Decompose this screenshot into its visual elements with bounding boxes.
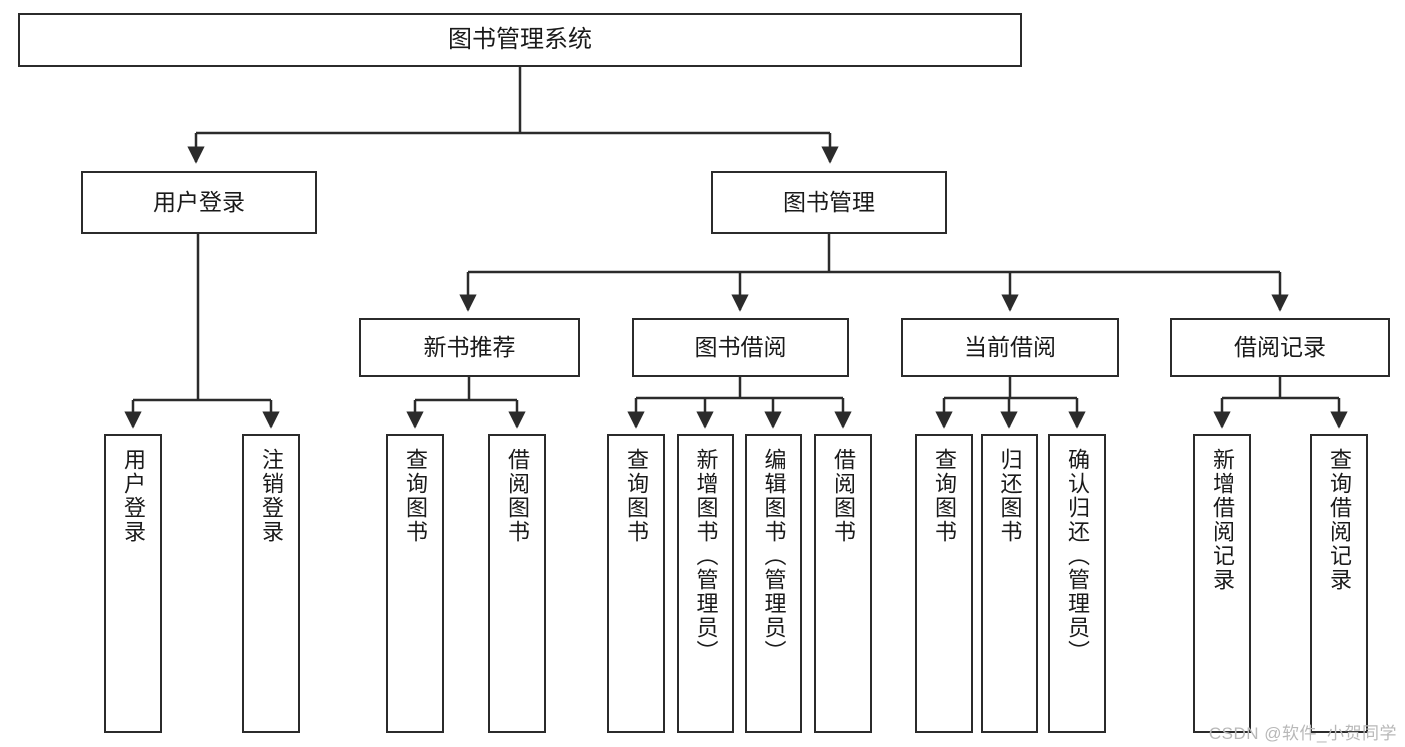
node-label: 查询图书 [403,448,428,544]
node-label: 新增借阅记录 [1210,448,1235,592]
leaf-new-book-query-book[interactable]: 查询图书 [386,434,444,733]
leaf-book-borrow-query-book[interactable]: 查询图书 [607,434,665,733]
node-new-book-recommend[interactable]: 新书推荐 [359,318,580,377]
node-label: 注销登录 [259,448,284,544]
leaf-user-login-login[interactable]: 用户登录 [104,434,162,733]
node-label: 归还图书 [997,448,1023,544]
node-label: 借阅记录 [1234,333,1326,360]
node-label: 借阅图书 [505,448,530,544]
leaf-current-borrow-confirm-return-admin[interactable]: 确认归还（管理员） [1048,434,1106,733]
node-label: 新书推荐 [423,333,516,360]
node-label: 当前借阅 [964,333,1056,360]
leaf-book-borrow-borrow-book[interactable]: 借阅图书 [814,434,872,733]
node-root-book-management-system[interactable]: 图书管理系统 [18,13,1022,67]
node-label: 查询借阅记录 [1327,448,1352,592]
node-label: 借阅图书 [831,448,856,544]
node-label: 图书管理系统 [448,25,592,53]
leaf-new-book-borrow-book[interactable]: 借阅图书 [488,434,546,733]
node-label: 查询图书 [932,448,957,544]
leaf-current-borrow-return-book[interactable]: 归还图书 [981,434,1038,733]
leaf-book-borrow-add-book-admin[interactable]: 新增图书（管理员） [677,434,734,733]
csdn-watermark: CSDN @软件_小贺同学 [1208,724,1397,743]
node-label: 查询图书 [624,448,649,544]
node-label: 用户登录 [153,188,245,215]
leaf-current-borrow-query-book[interactable]: 查询图书 [915,434,973,733]
node-label: 图书管理 [783,188,875,215]
node-label: 编辑图书（管理员） [761,448,787,664]
leaf-user-login-logout[interactable]: 注销登录 [242,434,300,733]
node-borrow-record[interactable]: 借阅记录 [1170,318,1390,377]
leaf-book-borrow-edit-book-admin[interactable]: 编辑图书（管理员） [745,434,802,733]
node-book-borrow[interactable]: 图书借阅 [632,318,849,377]
node-label: 图书借阅 [694,333,787,360]
leaf-borrow-record-query-record[interactable]: 查询借阅记录 [1310,434,1368,733]
node-current-borrow[interactable]: 当前借阅 [901,318,1119,377]
node-label: 用户登录 [121,448,146,544]
node-label: 新增图书（管理员） [693,448,719,664]
node-label: 确认归还（管理员） [1065,448,1090,664]
node-book-management[interactable]: 图书管理 [711,171,947,234]
leaf-borrow-record-add-record[interactable]: 新增借阅记录 [1193,434,1251,733]
node-user-login[interactable]: 用户登录 [81,171,317,234]
